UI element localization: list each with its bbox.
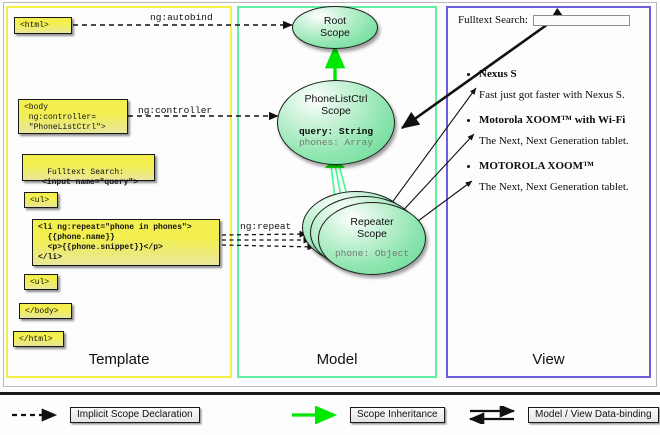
fulltext-search-view-label: Fulltext Search: [458,14,528,26]
phone-snippet: Fast just got faster with Nexus S. [479,89,625,101]
phone-name: MOTOROLA XOOM™ [455,160,645,172]
code-box-li-repeat: <li ng:repeat="phone in phones"> {{phone… [32,219,220,266]
scope-repeater-prop-phone: phone: Object [334,248,410,259]
code-box-ul-open: <ul> [24,192,58,208]
scope-root-title-line1: Root [323,15,347,27]
legend-label-implicit-scope-declaration: Implicit Scope Declaration [70,407,200,423]
solid-arrow-icon [292,406,338,424]
phone-name: Motorola XOOM™ with Wi-Fi [455,114,645,126]
scope-phonelistctrl-prop-phones: phones: Array [298,137,374,148]
code-box-fulltext-search: Fulltext Search: <input name="query"> [22,154,155,187]
panel-label-model: Model [316,351,358,368]
bullet-icon [467,73,470,76]
list-item[interactable]: Nexus S Fast just got faster with Nexus … [455,68,645,101]
legend-label-scope-inheritance: Scope Inheritance [350,407,445,423]
scope-phonelistctrl-title-line2: Scope [321,105,351,117]
scope-phonelistctrl-prop-query: query: String [298,126,374,137]
scope-root-title-line2: Scope [320,27,350,39]
scope-root: Root Scope [292,6,378,49]
scope-repeater-title-line1: Repeater [350,216,394,228]
scope-phonelistctrl: PhoneListCtrl Scope query: String phones… [277,80,395,165]
search-row: Fulltext Search: [458,14,645,26]
legend-item-scope-inheritance: Scope Inheritance [290,406,445,424]
view-content: Fulltext Search: Nexus S Fast just got f… [455,14,645,193]
code-box-html-open: <html> [14,17,72,34]
code-box-html-close: </html> [13,331,64,347]
fulltext-search-label: Fulltext Search: [47,168,125,177]
bullet-icon [467,119,470,122]
phone-name-text: Nexus S [479,68,517,80]
phone-snippet: The Next, Next Generation tablet. [479,135,629,147]
edge-label-ng-controller: ng:controller [138,105,213,116]
legend-item-model-view-databinding: Model / View Data-binding [468,406,659,424]
legend-item-implicit-scope-declaration: Implicit Scope Declaration [10,406,200,424]
search-input[interactable] [532,14,630,26]
panel-label-view: View [532,351,565,368]
bullet-icon [467,165,470,168]
code-box-body-close: </body> [19,303,72,319]
edge-label-ng-repeat: ng:repeat [240,221,292,232]
scope-repeater-title-line2: Scope [357,228,387,240]
panel-label-template: Template [88,351,150,368]
scope-phonelistctrl-title-line1: PhoneListCtrl [304,93,368,105]
code-box-body-controller: <body ng:controller= "PhoneListCtrl"> [18,99,128,134]
phone-snippet: The Next, Next Generation tablet. [479,181,629,193]
phone-name: Nexus S [455,68,645,80]
code-box-ul-close: <ul> [24,274,58,290]
edge-label-ng-autobind: ng:autobind [150,12,213,23]
fulltext-search-input-tag: <input name="query"> [42,178,139,187]
scope-repeater: Repeater Scope phone: Object [318,202,426,275]
dashed-arrow-icon [12,408,58,422]
legend-label-model-view-databinding: Model / View Data-binding [528,407,659,423]
list-item[interactable]: MOTOROLA XOOM™ The Next, Next Generation… [455,160,645,193]
panel-template: Template [6,6,232,378]
phone-name-text: MOTOROLA XOOM™ [479,160,594,172]
list-item[interactable]: Motorola XOOM™ with Wi-Fi The Next, Next… [455,114,645,147]
phone-name-text: Motorola XOOM™ with Wi-Fi [479,114,626,126]
double-arrow-icon [468,406,516,424]
panel-model: Model [237,6,437,378]
legend: Implicit Scope Declaration Scope Inherit… [0,392,660,435]
